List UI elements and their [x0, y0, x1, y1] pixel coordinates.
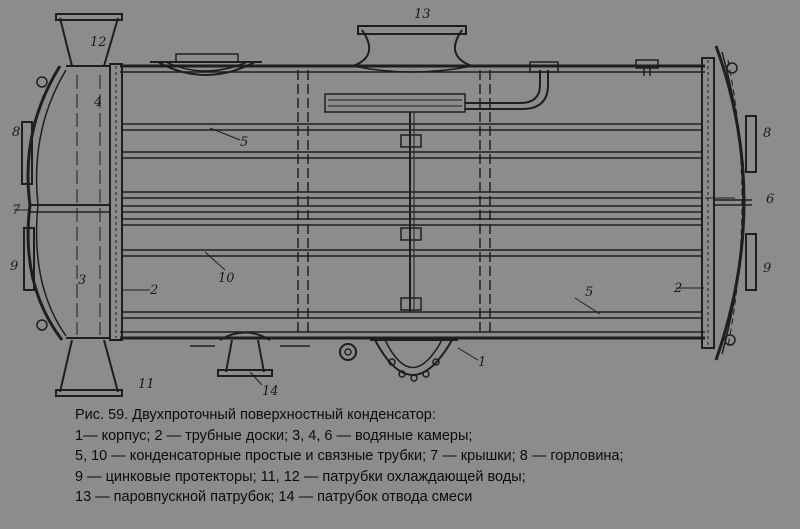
right-water-chamber [714, 45, 757, 361]
label-5-bottom: 5 [585, 285, 593, 300]
caption-line: 1— корпус; 2 — трубные доски; 3, 4, 6 — … [75, 427, 473, 444]
steam-inlet-nozzle [352, 25, 473, 73]
label-8-right: 8 [763, 126, 771, 141]
label-9-right: 9 [763, 261, 771, 276]
support-plates [297, 70, 491, 335]
condenser-tubes [122, 123, 702, 319]
cooling-water-outlet-nozzle [55, 13, 123, 67]
tube-sheet-right [701, 57, 715, 349]
label-12: 12 [90, 35, 107, 50]
caption-line: 9 — цинковые протекторы; 11, 12 — патруб… [75, 468, 526, 485]
label-13: 13 [414, 7, 431, 22]
label-4: 4 [93, 95, 102, 110]
tie-rod [400, 112, 422, 312]
caption-line: 13 — паровпускной патрубок; 14 — патрубо… [75, 489, 473, 505]
part-number-labels: 13 12 4 8 5 8 6 7 9 9 10 3 2 2 5 1 11 14 [10, 7, 774, 399]
label-5-top: 5 [240, 135, 248, 150]
mixture-outlet-nozzle [190, 331, 310, 377]
tube-sheet-left [109, 63, 123, 341]
bottom-hatch [370, 339, 458, 382]
condenser-drawing: 13 12 4 8 5 8 6 7 9 9 10 3 2 2 5 1 11 14 [10, 7, 774, 399]
label-2-left: 2 [149, 283, 158, 298]
caption-title: Рис. 59. Двухпроточный поверхностный кон… [75, 407, 436, 423]
label-1: 1 [478, 355, 486, 370]
cooling-water-inlet-nozzle [55, 339, 123, 397]
label-9-left: 9 [10, 259, 18, 274]
label-10: 10 [218, 271, 235, 286]
label-11: 11 [138, 377, 155, 392]
drain-valve [339, 343, 357, 361]
label-6: 6 [766, 192, 774, 207]
top-fitting [635, 59, 659, 76]
label-2-right: 2 [673, 281, 682, 296]
figure-caption: Рис. 59. Двухпроточный поверхностный кон… [75, 405, 790, 508]
top-hatch [150, 53, 262, 76]
deflector-plate [324, 61, 559, 113]
label-3: 3 [78, 273, 86, 288]
label-14: 14 [262, 384, 279, 399]
left-water-chamber [21, 65, 110, 341]
shell-body [120, 64, 705, 340]
caption-line: 5, 10 — конденсаторные простые и связные… [75, 448, 624, 464]
label-7: 7 [12, 203, 21, 218]
leader-lines [14, 127, 735, 386]
label-8-left: 8 [12, 125, 20, 140]
